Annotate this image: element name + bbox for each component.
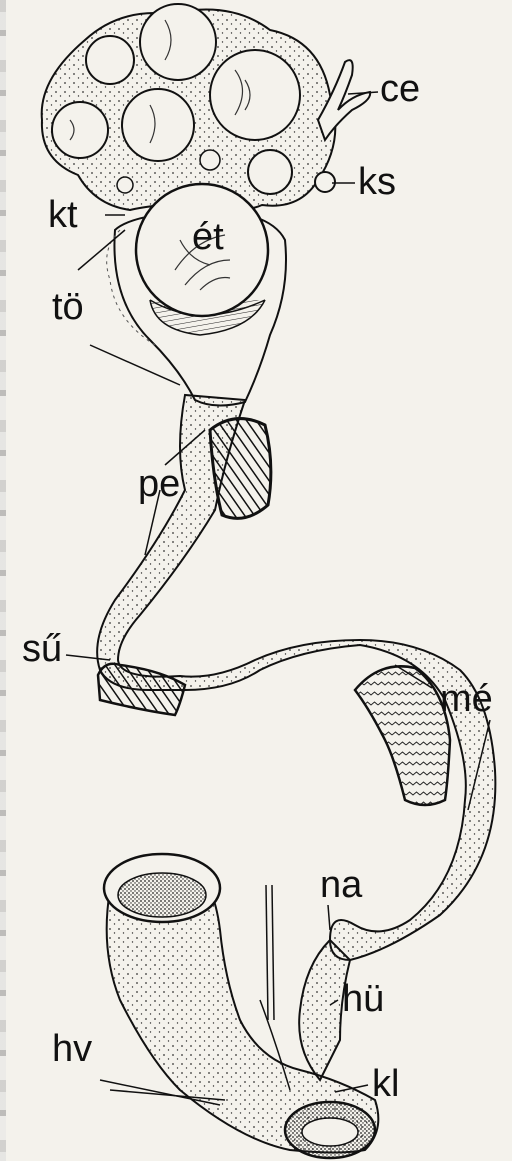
label-hu: hü	[342, 980, 384, 1018]
label-ce: ce	[380, 70, 420, 108]
label-kl: kl	[372, 1065, 399, 1103]
label-kt: kt	[48, 196, 78, 234]
label-pe: pe	[138, 465, 180, 503]
label-su: sű	[22, 630, 62, 668]
label-na: na	[320, 866, 362, 904]
label-to: tö	[52, 288, 84, 326]
label-et: ét	[192, 218, 224, 256]
label-ks: ks	[358, 163, 396, 201]
label-hv: hv	[52, 1030, 92, 1068]
label-me: mé	[440, 680, 493, 718]
fat-body-cluster	[42, 4, 370, 210]
